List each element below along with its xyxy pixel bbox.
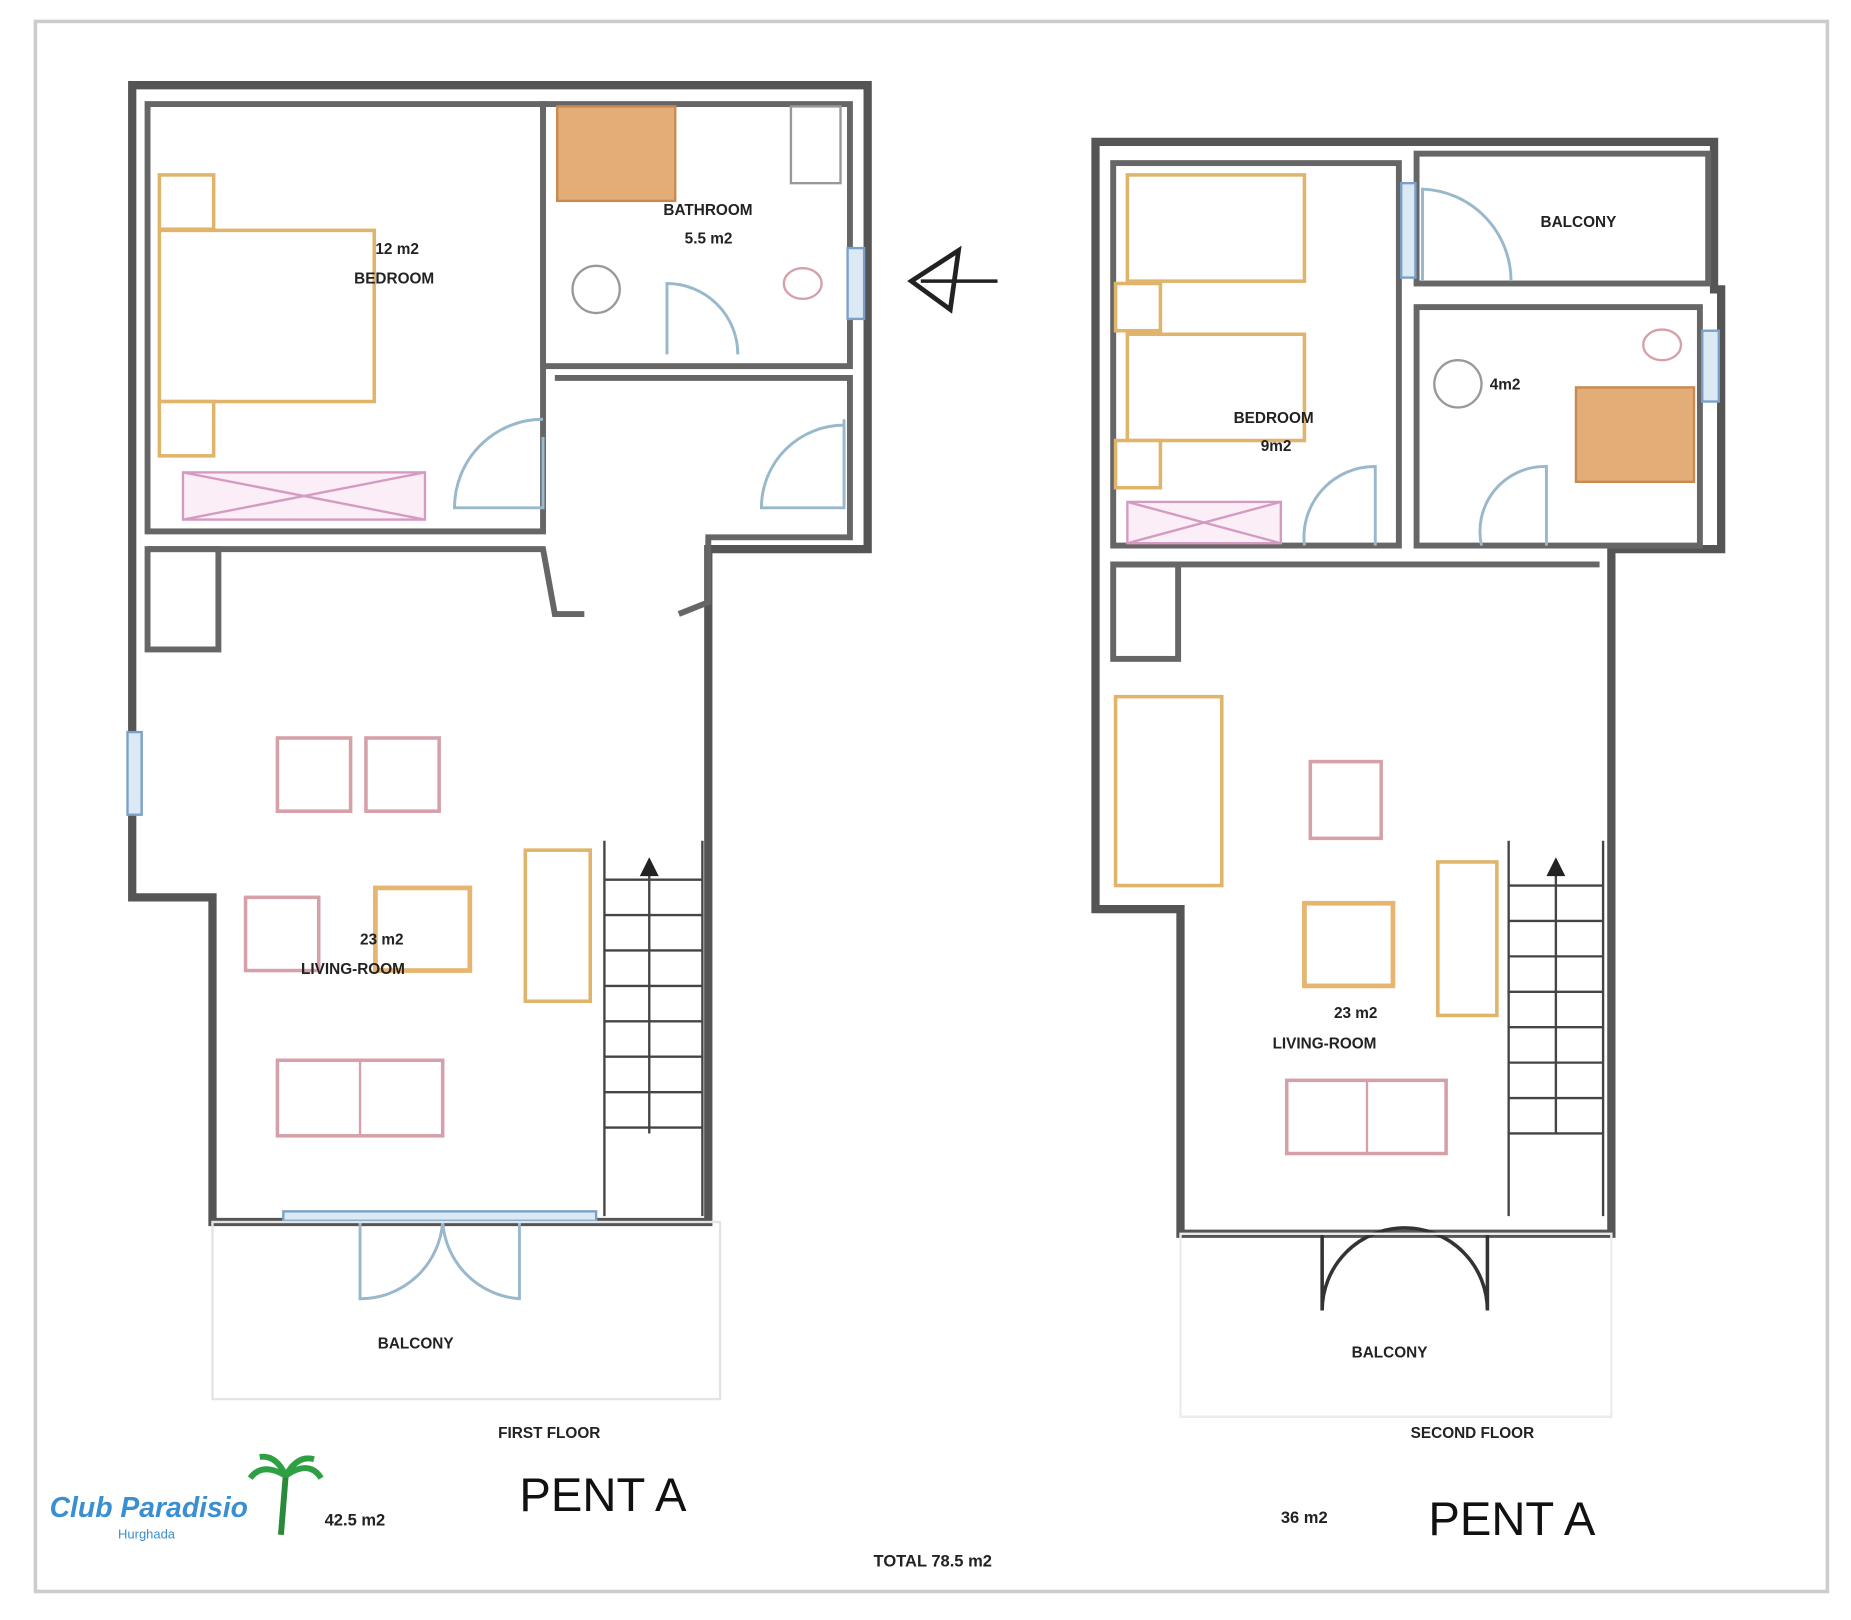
toilet <box>782 266 823 301</box>
door-swing <box>665 282 740 355</box>
club-logo: Club Paradisio Hurghada <box>50 1453 324 1541</box>
bathroom-walls <box>1413 304 1703 549</box>
armchair <box>275 736 353 813</box>
unit-title: PENT A <box>519 1469 687 1522</box>
bathroom-area: 4m2 <box>1490 377 1521 394</box>
window <box>1400 181 1417 279</box>
staircase <box>603 840 704 1217</box>
living-room-area: 23 m2 <box>1334 1005 1377 1022</box>
living-room-label: LIVING-ROOM <box>301 961 405 978</box>
door-swing <box>453 417 545 510</box>
living-room-label: LIVING-ROOM <box>1273 1035 1377 1052</box>
bedroom-area: 12 m2 <box>375 241 418 258</box>
second-floor-plan: BALCONY 4m2 BEDROOM 9m2 23 m2 LIVING-ROO… <box>1091 137 1726 1546</box>
closet <box>1110 561 1182 662</box>
balcony-label: BALCONY <box>1352 1345 1428 1362</box>
floor-label: SECOND FLOOR <box>1411 1425 1534 1442</box>
shower-tray <box>556 105 677 203</box>
shower-tray <box>1574 386 1696 484</box>
side-bed <box>1113 694 1224 888</box>
toilet <box>1642 328 1683 362</box>
nightstand <box>157 173 216 231</box>
hall-walls <box>554 374 853 617</box>
living-wall <box>147 546 585 617</box>
dining-table <box>523 848 593 1004</box>
window <box>1701 329 1720 403</box>
closet <box>144 546 222 653</box>
bath-fixture <box>789 105 842 185</box>
bed <box>157 228 376 404</box>
nightstand <box>157 399 216 458</box>
floor-total-area: 42.5 m2 <box>325 1510 386 1529</box>
wardrobe-cross <box>182 471 426 521</box>
balcony-door-swing <box>358 1221 521 1301</box>
door-swing <box>1421 187 1513 282</box>
armchair <box>364 736 441 813</box>
window <box>846 246 866 321</box>
wardrobe-cross <box>1127 500 1282 545</box>
balcony-label: BALCONY <box>378 1335 454 1352</box>
balcony-area <box>1179 1232 1613 1418</box>
unit-title: PENT A <box>1428 1493 1596 1546</box>
first-floor-plan: 12 m2 BEDROOM BATHROOM 5.5 m2 23 m2 LIVI… <box>126 81 872 1529</box>
second-floor-outer-wall <box>1091 137 1726 1238</box>
balcony-door <box>282 1210 598 1222</box>
stair-arrow-icon <box>639 857 659 877</box>
bedroom-label: BEDROOM <box>1234 410 1314 427</box>
washbasin <box>1433 359 1483 409</box>
floor-total-area: 36 m2 <box>1281 1508 1328 1527</box>
logo-tagline: Hurghada <box>118 1526 176 1541</box>
balcony-door <box>1320 1226 1490 1311</box>
bedroom-label: BEDROOM <box>354 271 434 288</box>
bathroom-area: 5.5 m2 <box>685 230 733 247</box>
floor-label: FIRST FLOOR <box>498 1425 600 1442</box>
dining-table <box>1436 860 1499 1018</box>
bedroom-walls <box>1110 160 1402 549</box>
door-swing <box>759 419 846 510</box>
nightstand <box>1113 281 1163 333</box>
door-swing <box>1302 465 1377 546</box>
balcony-area <box>211 1220 722 1401</box>
armchair <box>243 895 321 973</box>
balcony-top-label: BALCONY <box>1541 214 1617 231</box>
living-room-area: 23 m2 <box>360 932 403 949</box>
coffee-table <box>373 885 473 973</box>
stair-arrow-icon <box>1546 857 1566 877</box>
total-area: TOTAL 78.5 m2 <box>874 1552 992 1571</box>
window <box>126 730 143 816</box>
washbasin <box>571 264 621 315</box>
bathroom-walls <box>540 101 853 370</box>
door-swing <box>1478 465 1548 546</box>
logo-name: Club Paradisio <box>50 1492 248 1524</box>
armchair <box>1308 759 1383 841</box>
bedroom-area: 9m2 <box>1261 438 1292 455</box>
palm-tree-icon <box>247 1453 324 1536</box>
bathroom-label: BATHROOM <box>663 202 752 219</box>
nightstand <box>1113 438 1163 490</box>
bed <box>1125 332 1307 443</box>
bed <box>1125 173 1307 283</box>
north-arrow-icon <box>907 245 998 314</box>
coffee-table <box>1302 900 1396 989</box>
